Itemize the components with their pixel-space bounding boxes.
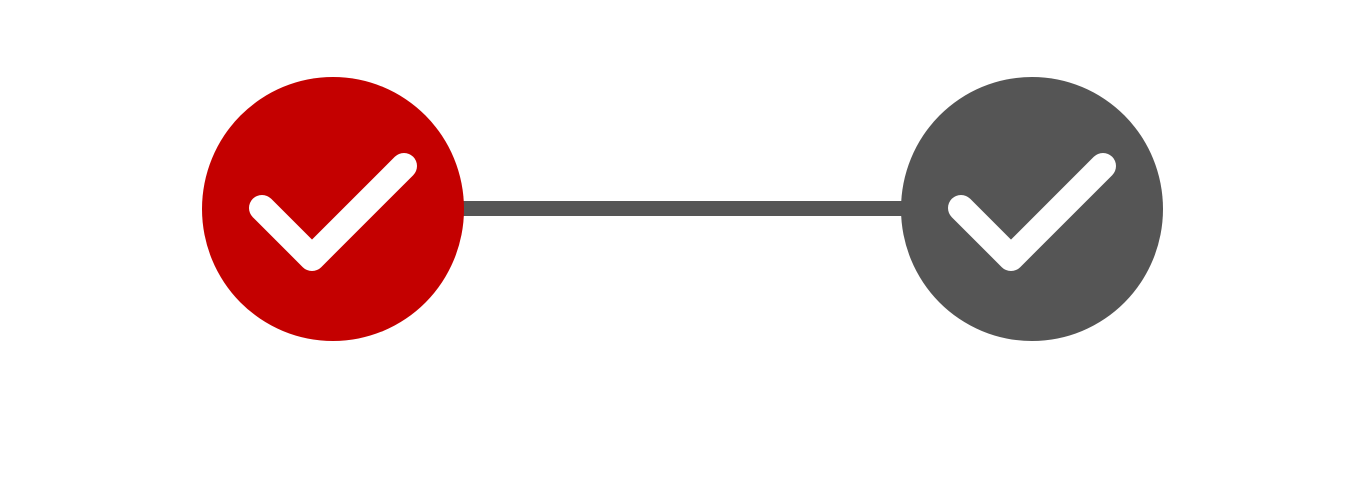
- step-1-indicator[interactable]: [202, 77, 464, 341]
- step-2-indicator[interactable]: [901, 77, 1163, 341]
- check-icon: [249, 153, 417, 271]
- check-icon: [948, 153, 1116, 271]
- step-connector: [462, 201, 904, 216]
